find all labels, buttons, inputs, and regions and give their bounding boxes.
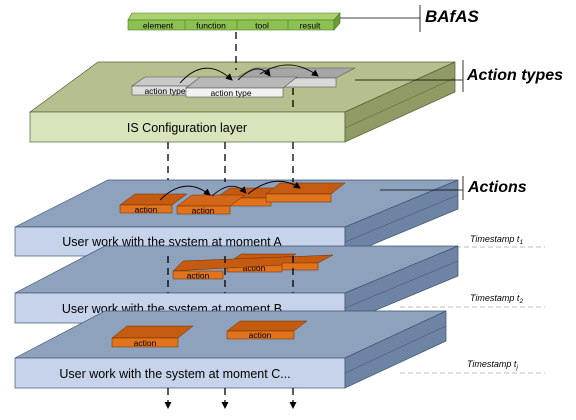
action-label: action [135,205,158,215]
flow-arrow [247,180,301,195]
action-label: action [134,338,157,348]
layer-moment-c: User work with the system at moment C... [14,310,447,389]
flow-arrow [237,68,271,81]
flow-arrow [259,64,319,77]
action-types-label: Action types [466,67,563,84]
timestamp-label: Timestamp tj [467,359,518,371]
action-label: action [192,206,215,216]
layer-c-label: User work with the system at moment C... [59,367,290,381]
layer-a-label: User work with the system at moment A [62,235,282,249]
flow-arrow [211,185,247,197]
flow-arrow [159,185,211,201]
action-type-label: action type [144,86,185,96]
action-label: action [187,271,210,281]
action-block: action [111,325,194,348]
timestamp-label: Timestamp t1 [470,234,523,246]
action-block: action [176,194,246,216]
config-layer: IS Configuration layer [28,61,456,143]
bafas-cell-tool: tool [255,21,269,31]
action-type-block: action type [185,76,298,98]
action-block: action [119,193,188,215]
timestamp-label: Timestamp t2 [470,293,523,305]
bafas-cell-result: result [300,21,321,31]
bafas-bar: element function tool result [127,12,341,31]
action-block [265,182,346,203]
actions-label: Actions [467,179,527,196]
bafas-label: BAfAS [425,7,479,26]
action-block: action [226,320,308,340]
vertical-connector-middle [221,32,237,409]
config-layer-label: IS Configuration layer [127,121,247,135]
action-label: action [243,263,266,273]
action-label: action [249,330,272,340]
flow-arrow [179,67,233,84]
bafas-cell-function: function [196,21,226,31]
bafas-cell-element: element [143,21,174,31]
action-type-label: action type [210,88,251,98]
